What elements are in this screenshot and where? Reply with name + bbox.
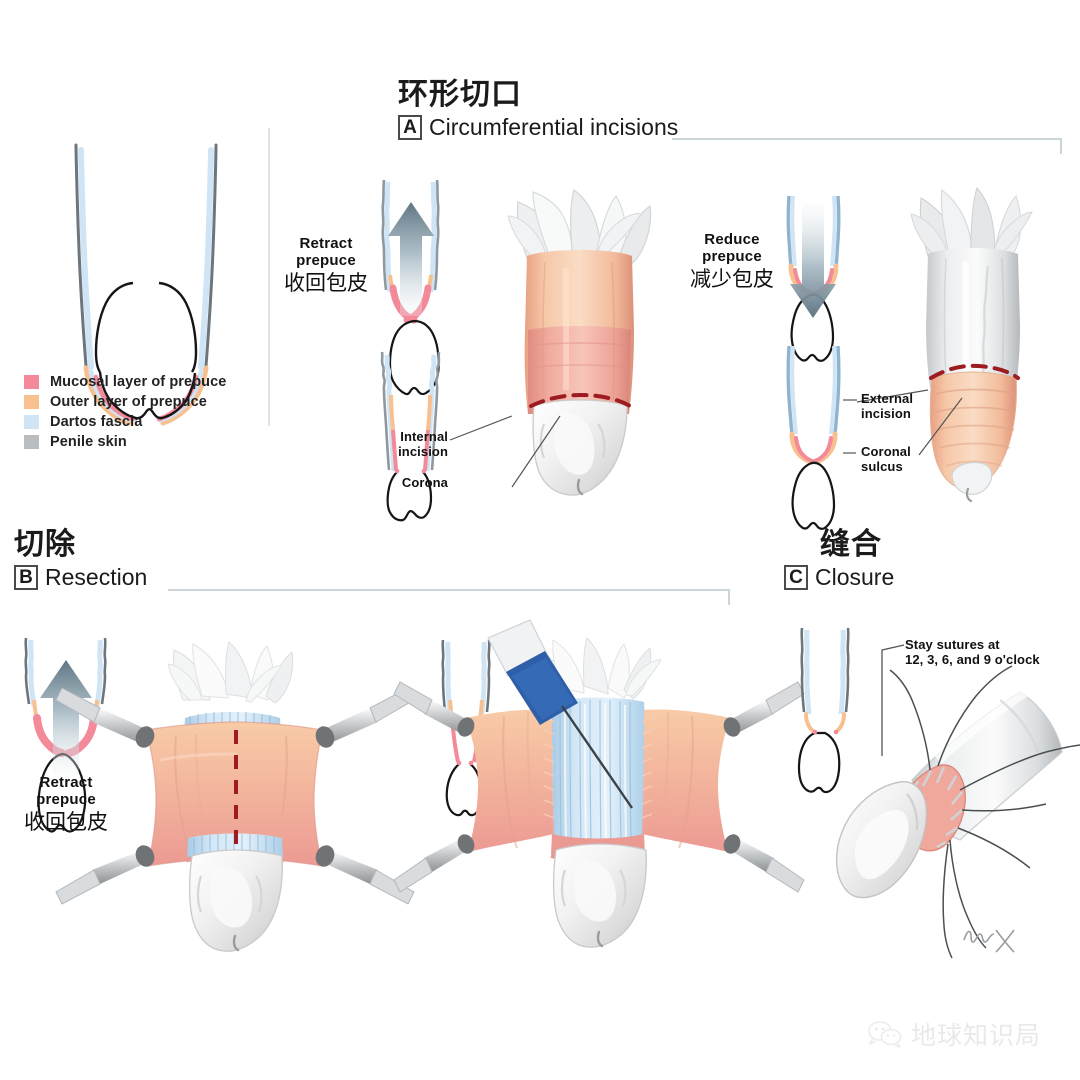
clamp-bottom-left [55, 845, 155, 905]
section-a-title-cn: 环形切口 [398, 78, 522, 111]
legend-swatch-mucosal-layer [24, 375, 39, 389]
penis-illustration-c-closure [835, 665, 1080, 959]
reduce-prepuce-cn: 减少包皮 [690, 267, 774, 291]
retract-prepuce-en-line2: prepuce [296, 251, 356, 269]
external-incision-dashed-line [929, 363, 1020, 380]
retract-arrow-up-b [40, 660, 92, 775]
section-a-rule-endcap [1060, 138, 1062, 154]
retract-prepuce-b-en-line1: Retract [39, 774, 93, 791]
reduce-prepuce-en-line2: prepuce [702, 247, 762, 265]
retract-prepuce-cn: 收回包皮 [284, 271, 368, 295]
legend-swatch-outer-layer [24, 395, 39, 409]
clamp-bottom-right-b [723, 834, 805, 893]
section-a-leader-lines [449, 389, 963, 488]
retract-prepuce-b-cn: 收回包皮 [24, 810, 108, 834]
legend-item: Mucosal layer of prepuce [24, 372, 226, 392]
clamp-bottom-left-b [393, 834, 475, 893]
legend-item: Outer layer of prepuce [24, 392, 226, 412]
retract-prepuce-callout-a: Retract prepuce 收回包皮 [266, 235, 386, 296]
legend-item: Dartos fascia [24, 412, 226, 432]
retract-prepuce-en-line1: Retract [299, 235, 353, 252]
section-c-title-en: Closure [815, 564, 895, 590]
artist-signature [963, 929, 1015, 953]
section-b-header: 切除 B Resection [14, 530, 147, 590]
internal-incision-dashed-line [529, 392, 632, 408]
section-c-title-cn: 缝合 [820, 528, 882, 561]
watermark: 地球知识局 [868, 1016, 1041, 1052]
legend-label-outer-layer: Outer layer of prepuce [50, 394, 207, 410]
penis-illustration-a-left [507, 189, 652, 496]
reduce-prepuce-en-line1: Reduce [704, 231, 760, 248]
clamp-top-left [55, 687, 155, 748]
section-b-rule [168, 589, 730, 591]
section-c-cross-section [797, 627, 850, 794]
label-internal-incision-line1: Internal [400, 429, 448, 444]
penis-illustration-b-left [55, 641, 415, 952]
section-a-header: 环形切口 A Circumferential incisions [398, 80, 678, 140]
penis-illustration-a-right [910, 186, 1033, 503]
suture-threads [889, 665, 1080, 959]
stay-sutures-line2: 12, 3, 6, and 9 o'clock [905, 651, 1040, 667]
label-coronal-sulcus-line2: sulcus [861, 458, 903, 474]
stay-sutures-leader-line [881, 644, 905, 756]
watermark-text: 地球知识局 [911, 1022, 1042, 1050]
retract-prepuce-callout-b: Retract prepuce 收回包皮 [6, 774, 126, 835]
legend-item: Penile skin [24, 432, 226, 452]
section-b-title-cn: 切除 [14, 528, 76, 561]
retract-prepuce-b-en-line2: prepuce [36, 790, 96, 808]
label-coronal-sulcus: Coronal sulcus [861, 444, 911, 475]
label-external-incision-line1: External [861, 391, 914, 406]
stay-sutures-annotation: Stay sutures at 12, 3, 6, and 9 o'clock [905, 637, 1040, 668]
section-a-vertical-divider [268, 128, 270, 426]
section-c-header: 缝合 C Closure [784, 530, 894, 590]
stay-sutures-line1: Stay sutures at [905, 637, 1000, 652]
section-b-letter-badge: B [14, 565, 38, 590]
clamp-top-left-b [393, 681, 475, 737]
legend-swatch-penile-skin [24, 435, 39, 449]
label-internal-incision: Internal incision [368, 429, 448, 460]
label-external-incision: External incision [861, 391, 914, 422]
legend-label-mucosal-layer: Mucosal layer of prepuce [50, 374, 227, 390]
cross-section-reference-diagram [74, 143, 218, 426]
section-a-letter-badge: A [398, 115, 422, 140]
clamp-bottom-right [315, 845, 415, 905]
section-c-letter-badge: C [784, 565, 808, 590]
clamp-top-right-b [723, 681, 805, 737]
section-a-left-cross-sections [380, 179, 441, 522]
legend-swatch-dartos-fascia [24, 415, 39, 429]
label-corona-line1: Corona [401, 475, 448, 490]
reduce-prepuce-callout-a: Reduce prepuce 减少包皮 [672, 231, 792, 292]
section-a-rule [672, 138, 1062, 140]
penis-illustration-b-right [393, 619, 805, 948]
layer-legend: Mucosal layer of prepuce Outer layer of … [24, 372, 226, 452]
label-corona: Corona [368, 475, 448, 491]
legend-label-penile-skin: Penile skin [50, 434, 127, 450]
label-coronal-sulcus-line1: Coronal [861, 444, 911, 459]
section-a-title-en: Circumferential incisions [429, 114, 679, 140]
label-internal-incision-line2: incision [398, 443, 448, 459]
reduce-arrow-down-a [790, 204, 836, 318]
section-b-title-en: Resection [45, 564, 148, 590]
electrocautery-instrument [487, 619, 633, 809]
label-external-incision-line2: incision [861, 405, 911, 421]
section-b-rule-endcap [728, 589, 730, 605]
retract-arrow-up-a [388, 202, 434, 316]
legend-label-dartos-fascia: Dartos fascia [50, 414, 143, 430]
wechat-icon [868, 1021, 902, 1048]
